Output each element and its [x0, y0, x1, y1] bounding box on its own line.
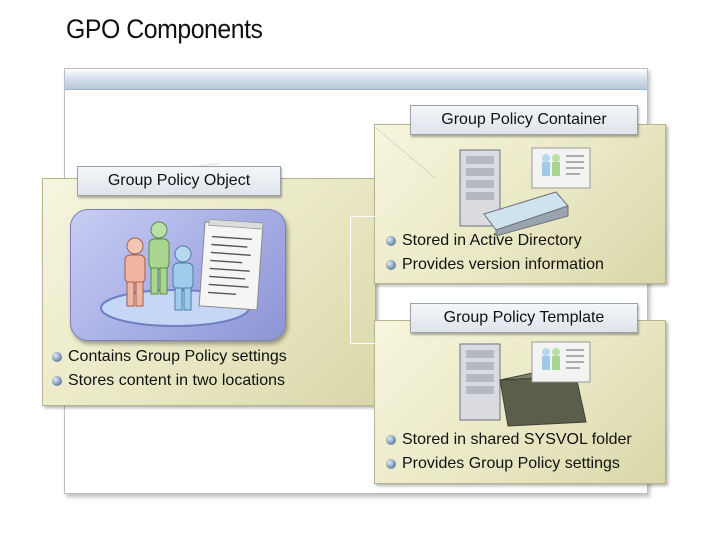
gpt-label: Group Policy Template [410, 303, 638, 333]
bullet-icon [386, 236, 396, 246]
gpc-bullet-list: Stored in Active Directory Provides vers… [386, 229, 604, 277]
frame-header-bar [65, 69, 647, 90]
gpt-bullet-item: Provides Group Policy settings [386, 452, 632, 476]
gpt-bullet-item: Stored in shared SYSVOL folder [386, 428, 632, 452]
gpt-bullet-text: Stored in shared SYSVOL folder [402, 431, 632, 448]
gpo-bullet-list: Contains Group Policy settings Stores co… [52, 345, 287, 393]
gpt-bullet-text: Provides Group Policy settings [402, 455, 620, 472]
bullet-icon [52, 376, 62, 386]
gpc-bullet-text: Stored in Active Directory [402, 232, 582, 249]
bullet-icon [386, 435, 396, 445]
gpt-bullet-list: Stored in shared SYSVOL folder Provides … [386, 428, 632, 476]
gpo-label: Group Policy Object [77, 166, 281, 196]
connector-bracket [350, 216, 375, 344]
bullet-icon [386, 459, 396, 469]
gpo-bullet-item: Stores content in two locations [52, 369, 287, 393]
gpc-label: Group Policy Container [410, 105, 638, 135]
gpc-bullet-text: Provides version information [402, 256, 604, 273]
gpo-bullet-text: Contains Group Policy settings [68, 348, 287, 365]
gpc-bullet-item: Stored in Active Directory [386, 229, 604, 253]
gpc-bullet-item: Provides version information [386, 253, 604, 277]
server-folder-icon [456, 338, 606, 430]
server-database-icon [456, 144, 606, 237]
bullet-icon [386, 260, 396, 270]
gpo-bullet-item: Contains Group Policy settings [52, 345, 287, 369]
users-document-icon [70, 209, 286, 341]
gpo-bullet-text: Stores content in two locations [68, 372, 286, 389]
slide-title: GPO Components [66, 14, 263, 44]
bullet-icon [52, 352, 62, 362]
